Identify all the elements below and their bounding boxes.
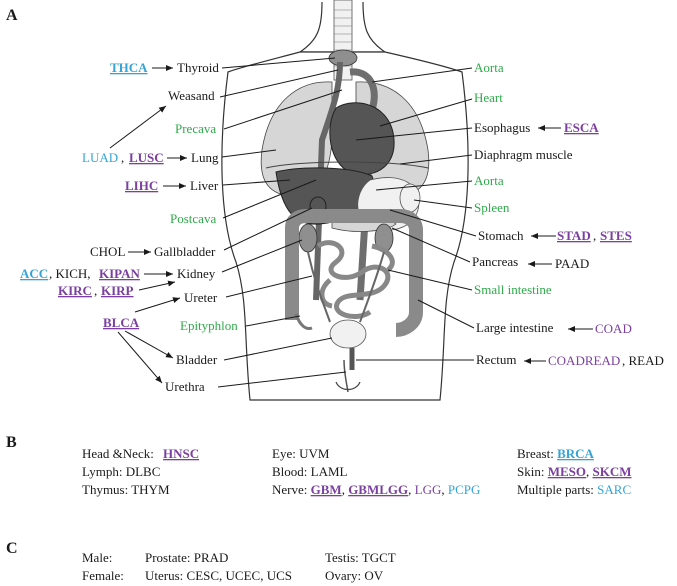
- label-aorta-upper: Aorta: [474, 60, 504, 75]
- label-lung: Lung: [191, 150, 219, 165]
- b-thymus: Thymus: THYM: [82, 482, 170, 497]
- label-stes[interactable]: STES: [600, 228, 632, 243]
- b-headneck-label: Head &Neck:: [82, 446, 154, 461]
- label-coad: COAD: [595, 321, 632, 336]
- label-precava: Precava: [175, 121, 216, 136]
- label-spleen: Spleen: [474, 200, 510, 215]
- label-ureter: Ureter: [184, 290, 218, 305]
- b-eye: Eye: UVM: [272, 446, 330, 461]
- c-ovary: Ovary: OV: [325, 568, 384, 583]
- label-diaphragm: Diaphragm muscle: [474, 147, 573, 162]
- label-heart: Heart: [474, 90, 503, 105]
- label-kirp[interactable]: KIRP: [101, 283, 134, 298]
- panel-label-c: C: [6, 540, 18, 557]
- b-lymph: Lymph: DLBC: [82, 464, 160, 479]
- label-comma-luad: ,: [121, 150, 124, 165]
- b-gbmlgg: GBMLGG: [348, 482, 408, 497]
- panel-label-a: A: [6, 7, 18, 24]
- label-epityphlon: Epityphlon: [180, 318, 238, 333]
- label-luad[interactable]: LUAD: [82, 150, 118, 165]
- label-esca[interactable]: ESCA: [564, 120, 599, 135]
- c-uterus: Uterus: CESC, UCEC, UCS: [145, 568, 292, 583]
- label-kipan[interactable]: KIPAN: [99, 266, 141, 281]
- b-gbm: GBM: [311, 482, 342, 497]
- label-rectum: Rectum: [476, 352, 516, 367]
- label-postcava: Postcava: [170, 211, 216, 226]
- b-hnsc[interactable]: HNSC: [163, 446, 199, 461]
- b-brca: BRCA: [557, 446, 594, 461]
- c-testis: Testis: TGCT: [325, 550, 396, 565]
- label-kidney: Kidney: [177, 266, 216, 281]
- c-male: Male:: [82, 550, 112, 565]
- label-pancreas: Pancreas: [472, 254, 518, 269]
- bladder-shape: [329, 319, 367, 349]
- small-intestine-shape: [316, 240, 395, 319]
- label-large-intestine: Large intestine: [476, 320, 554, 335]
- label-esophagus: Esophagus: [474, 120, 530, 135]
- label-coadread: COADREAD: [548, 353, 620, 368]
- label-gallbladder: Gallbladder: [154, 244, 216, 259]
- left-labels: THCA Thyroid Weasand Precava LUAD , LUSC…: [20, 57, 347, 394]
- postcava-vessel: [313, 61, 343, 301]
- thyroid-shape: [328, 49, 358, 67]
- b-skcm: SKCM: [593, 464, 632, 479]
- label-chol: CHOL: [90, 244, 125, 259]
- b-pcpg: PCPG: [448, 482, 481, 497]
- label-lusc[interactable]: LUSC: [129, 150, 164, 165]
- label-paad: PAAD: [555, 256, 589, 271]
- label-blca[interactable]: BLCA: [103, 315, 140, 330]
- b-meso: MESO: [548, 464, 586, 479]
- label-aorta-lower: Aorta: [474, 173, 504, 188]
- label-thyroid: Thyroid: [177, 60, 219, 75]
- b-lgg: LGG: [415, 482, 442, 497]
- torso-illustration: [221, 0, 469, 401]
- label-small-intestine: Small intestine: [474, 282, 552, 297]
- label-lihc[interactable]: LIHC: [125, 178, 158, 193]
- panel-b: Head &Neck: HNSC Lymph: DLBC Thymus: THY…: [82, 446, 632, 497]
- label-bladder: Bladder: [176, 352, 218, 367]
- left-kidney-shape: [298, 223, 318, 253]
- label-comma-stad: ,: [593, 228, 596, 243]
- trachea-shape: [333, 0, 353, 81]
- b-blood: Blood: LAML: [272, 464, 348, 479]
- label-weasand: Weasand: [168, 88, 215, 103]
- b-breast: Breast: BRCA: [517, 446, 595, 461]
- b-nerve: Nerve: GBM, GBMLGG, LGG, PCPG: [272, 482, 480, 497]
- c-female: Female:: [82, 568, 124, 583]
- label-kich: , KICH,: [49, 266, 91, 281]
- c-prostate: Prostate: PRAD: [145, 550, 228, 565]
- label-thca[interactable]: THCA: [110, 60, 148, 75]
- right-labels: Aorta Heart Esophagus ESCA Diaphragm mus…: [355, 60, 664, 368]
- b-skin: Skin: MESO, SKCM: [517, 464, 632, 479]
- b-multiple: Multiple parts: SARC: [517, 482, 631, 497]
- heart-shape: [329, 102, 395, 175]
- label-kirc[interactable]: KIRC: [58, 283, 92, 298]
- label-stomach: Stomach: [478, 228, 524, 243]
- panel-c: Male: Prostate: PRAD Testis: TGCT Female…: [82, 550, 396, 583]
- label-liver: Liver: [190, 178, 219, 193]
- label-comma-kirc: ,: [94, 283, 97, 298]
- large-intestine-shape: [285, 209, 423, 337]
- label-stad[interactable]: STAD: [557, 228, 591, 243]
- label-read: , READ: [622, 353, 664, 368]
- label-urethra: Urethra: [165, 379, 205, 394]
- panel-label-b: B: [6, 434, 17, 451]
- spleen-shape: [399, 183, 421, 213]
- ureter-shape: [307, 251, 331, 323]
- b-sarc: SARC: [597, 482, 631, 497]
- label-acc[interactable]: ACC: [20, 266, 48, 281]
